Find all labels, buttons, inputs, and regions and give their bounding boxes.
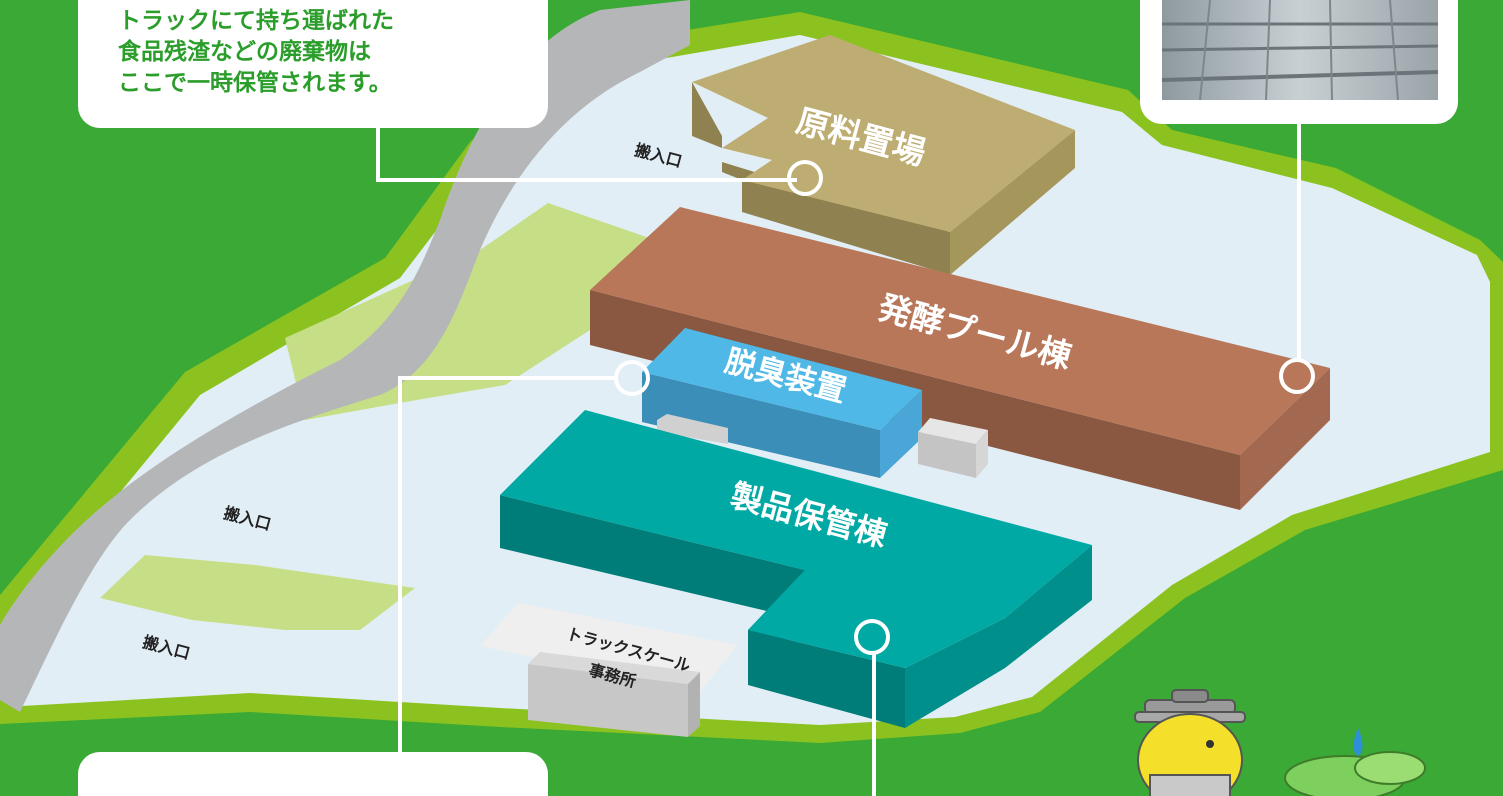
raw-yard-front: [950, 130, 1075, 275]
lawn-lower: [100, 555, 415, 630]
product-front-face: [748, 630, 905, 728]
office-side: [528, 664, 688, 737]
fermentation-top: [590, 207, 1330, 455]
connector-deodorizer: [398, 376, 616, 796]
marker-fermentation[interactable]: [1279, 358, 1315, 394]
raw-yard-side: [692, 82, 950, 275]
callout-raw-storage-line-3: ここで一時保管されます。: [118, 70, 392, 96]
deodorizer-top: [642, 328, 922, 430]
office-end: [688, 672, 700, 737]
callout-fermentation: [1140, 0, 1458, 124]
unit-small-right-side: [918, 432, 976, 478]
product-left-face: [500, 495, 805, 620]
unit-small-right-top: [918, 418, 988, 444]
fermentation-right-face: [1240, 368, 1330, 510]
unit-small-left: [657, 414, 728, 444]
callout-raw-storage: トラックにて持ち運ばれた 食品残渣などの廃棄物は ここで一時保管されます。: [78, 0, 548, 128]
unit-small-right-end: [976, 430, 988, 478]
product-top: [500, 410, 1092, 668]
marker-deodorizer[interactable]: [614, 360, 650, 396]
callout-raw-storage-line-2: 食品残渣などの廃棄物は: [118, 39, 371, 65]
fermentation-photo: [1161, 0, 1439, 101]
callout-deodorizer: [78, 752, 548, 796]
mascot-illustration: [1134, 689, 1426, 796]
deodorizer-left-face: [642, 372, 880, 478]
marker-product[interactable]: [854, 619, 890, 655]
marker-raw-yard[interactable]: [787, 160, 823, 196]
callout-raw-storage-line-1: トラックにて持ち運ばれた: [118, 8, 394, 34]
office-top: [528, 652, 700, 684]
deodorizer-right-face: [880, 390, 922, 478]
product-right-face: [905, 545, 1092, 728]
